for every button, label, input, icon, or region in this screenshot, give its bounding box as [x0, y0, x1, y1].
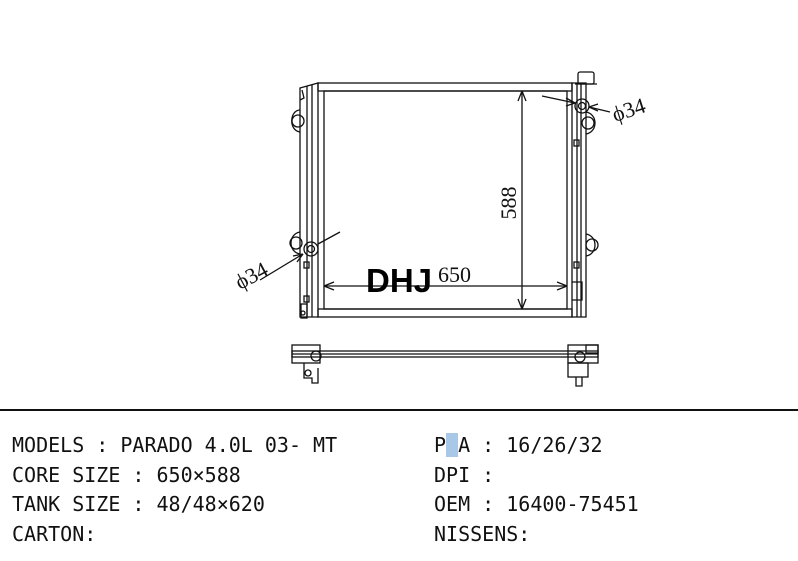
radiator-drawing: 588 650 ϕ34 ϕ34 — [231, 71, 649, 387]
pa-highlight — [446, 433, 459, 457]
dim-inlet-text: ϕ34 — [231, 257, 272, 295]
nissens-row: NISSENS: — [434, 521, 531, 546]
pa-row: P A : 16/26/32 — [434, 431, 639, 461]
inlet-leader — [259, 253, 304, 281]
specs-left: MODELS : PARADO 4.0L 03- MT CORE SIZE : … — [12, 431, 337, 549]
oem-row: OEM : 16400-75451 — [434, 492, 639, 516]
brand-logo: DHJ — [366, 262, 433, 299]
dim-width-text: 650 — [438, 262, 471, 287]
specs-right: P A : 16/26/32 DPI : OEM : 16400-75451 N… — [434, 431, 639, 549]
dpi-row: DPI : — [434, 462, 495, 487]
bottom-tank — [317, 308, 573, 318]
left-side-tank — [299, 82, 319, 318]
dim-height-text: 588 — [496, 187, 521, 220]
core-size-row: CORE SIZE : 650×588 — [12, 462, 241, 487]
dim-outlet-text: ϕ34 — [609, 93, 649, 127]
carton-row: CARTON: — [12, 521, 97, 546]
inlet-pipe — [303, 241, 319, 257]
radiator-top-view — [291, 344, 599, 387]
filler-cap — [577, 71, 595, 85]
tank-size-row: TANK SIZE : 48/48×620 — [12, 492, 265, 516]
divider-line — [0, 409, 798, 411]
pa-rest: A : 16/26/32 — [458, 433, 603, 457]
outlet-leader — [541, 95, 576, 104]
models-row: MODELS : PARADO 4.0L 03- MT — [12, 433, 338, 457]
top-tank — [317, 82, 573, 92]
outlet-pipe — [574, 98, 590, 114]
pa-prefix: P — [434, 433, 447, 457]
